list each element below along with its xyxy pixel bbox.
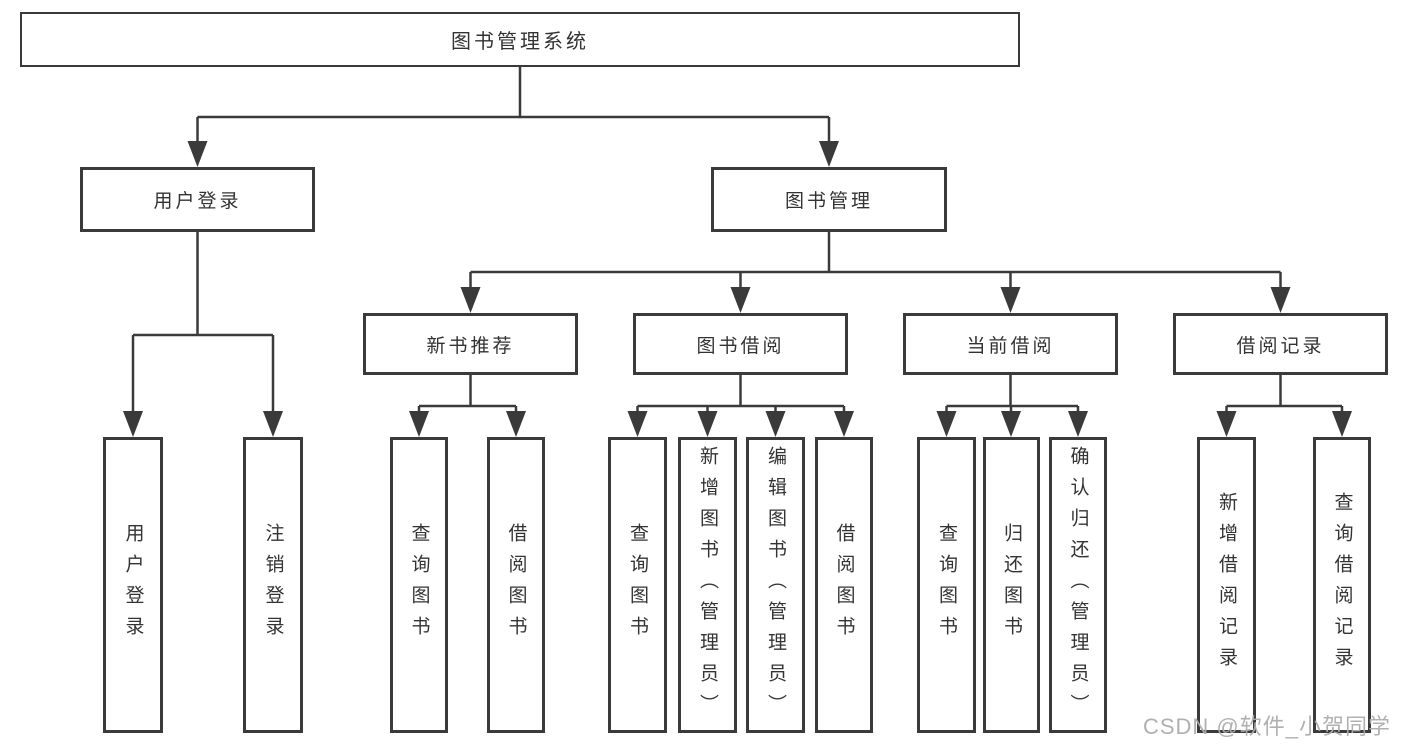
arrowhead-icon [263,411,283,437]
arrowhead-icon [1000,287,1021,313]
leaf-recommend-borrow-books: 借阅图书 [487,437,545,733]
leaf-records-query-record: 查询借阅记录 [1313,437,1371,733]
connector-management-to-groups [460,232,1291,313]
connector-records-to-leaves [1216,375,1352,437]
arrowhead-icon [460,287,481,313]
connector-recommend-to-leaves [409,375,526,437]
arrowhead-icon [765,411,786,437]
watermark: CSDN @软件_小贺同学 [1142,714,1391,739]
node-new-book-recommend: 新书推荐 [363,313,578,375]
arrowhead-icon [1001,411,1021,437]
leaf-borrow-borrow-books: 借阅图书 [815,437,873,733]
arrowhead-icon [936,411,957,437]
leaf-borrow-query-books: 查询图书 [608,437,667,733]
arrowhead-icon [123,411,143,437]
leaf-current-return-books: 归还图书 [983,437,1040,733]
connector-login-to-leaves [123,232,283,437]
leaf-recommend-query-books: 查询图书 [390,437,448,733]
connector-root-to-level2 [187,67,839,167]
node-current-borrow: 当前借阅 [903,313,1118,375]
node-book-management: 图书管理 [711,167,947,232]
node-user-login: 用户登录 [80,167,315,232]
node-root-system: 图书管理系统 [20,12,1020,67]
connector-current-to-leaves [936,375,1088,437]
leaf-borrow-edit-books-admin: 编辑图书（管理员） [746,437,805,733]
arrowhead-icon [409,411,429,437]
node-book-borrow: 图书借阅 [633,313,848,375]
arrowhead-icon [1270,287,1291,313]
arrowhead-icon [834,411,854,437]
arrowhead-icon [187,141,208,167]
arrowhead-icon [1216,411,1237,437]
leaf-borrow-add-books-admin: 新增图书（管理员） [678,437,737,733]
leaf-current-confirm-return-admin: 确认归还（管理员） [1049,437,1107,733]
connector-borrow-to-leaves [627,375,854,437]
leaf-logout: 注销登录 [243,437,303,733]
node-borrow-records: 借阅记录 [1173,313,1388,375]
leaf-user-login: 用户登录 [103,437,163,733]
arrowhead-icon [819,141,839,167]
arrowhead-icon [1068,411,1088,437]
leaf-current-query-books: 查询图书 [917,437,976,733]
arrowhead-icon [627,411,648,437]
arrowhead-icon [697,411,718,437]
arrowhead-icon [1332,411,1352,437]
leaf-records-add-record: 新增借阅记录 [1197,437,1256,733]
arrowhead-icon [730,287,751,313]
arrowhead-icon [506,411,526,437]
